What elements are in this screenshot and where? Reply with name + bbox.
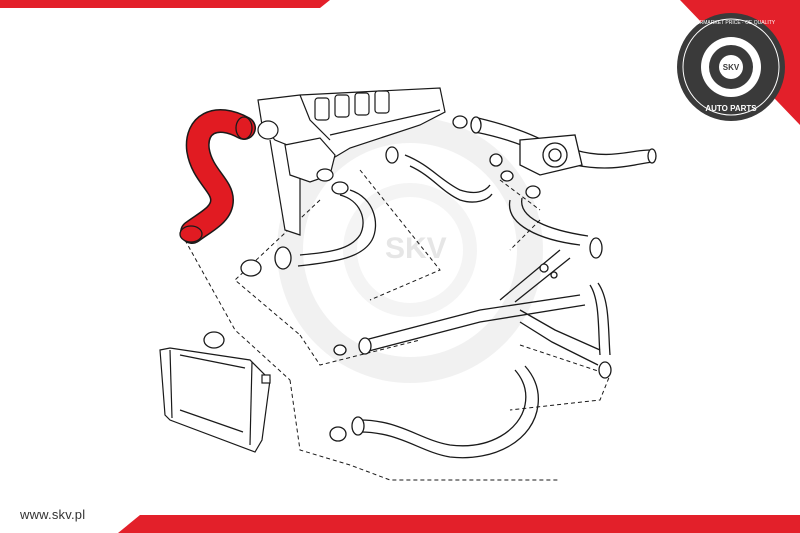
upper-radiator-hose (179, 109, 256, 244)
hose-clamp-icon (203, 115, 541, 442)
website-url[interactable]: www.skv.pl (20, 507, 86, 522)
water-pipe-manifold (333, 249, 612, 379)
lower-radiator-hose (351, 365, 539, 459)
brand-badge-logo: SKV AFTERMARKET PRICE · OE QUALITY AUTO … (677, 0, 800, 125)
bottom-accent-bar (118, 515, 800, 533)
radiator-icon (159, 347, 271, 453)
throttle-body-icon (489, 134, 583, 176)
badge-lower-text: AUTO PARTS (705, 104, 757, 113)
badge-logo-text: SKV (723, 63, 740, 72)
top-accent-bar (0, 0, 330, 8)
badge-ring-text: AFTERMARKET PRICE · OE QUALITY (687, 20, 776, 26)
heater-hose (508, 197, 611, 356)
thermostat-housing-icon (257, 120, 336, 183)
coolant-pipe (274, 181, 377, 270)
watermark-gear-icon (277, 117, 543, 383)
watermark-text: SKV (385, 232, 447, 265)
bypass-hose (385, 146, 493, 203)
